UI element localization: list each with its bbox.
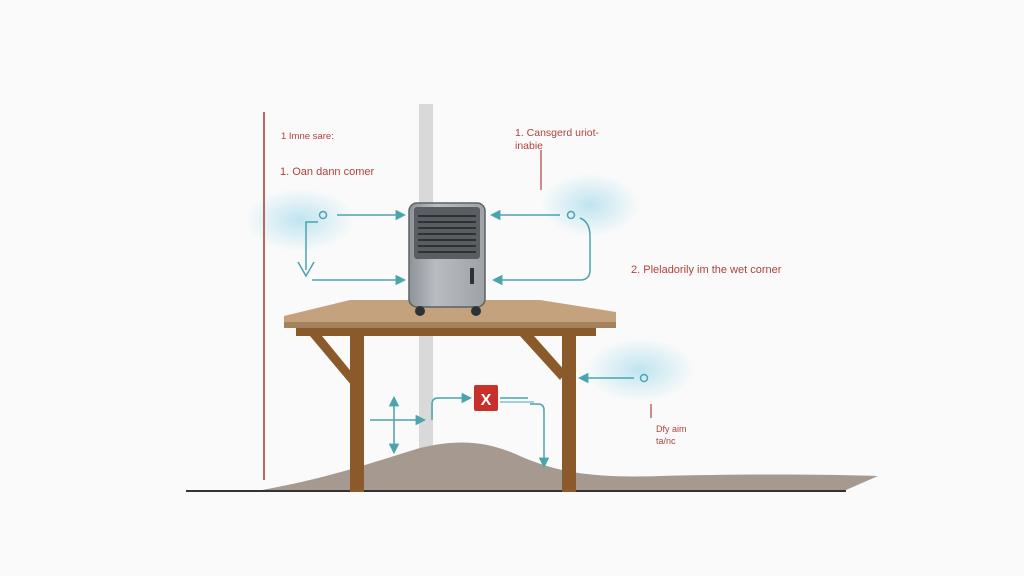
label-top-left-small: 1 Imne sare:: [281, 131, 334, 142]
warning-badge: X: [474, 385, 498, 411]
airflow-arrows: [297, 209, 649, 469]
label-right-main: 2. Pleladorily im the wet corner: [631, 264, 782, 276]
soil-mound: [262, 442, 878, 490]
label-right-small-line1: Dfy aim: [656, 424, 687, 434]
label-top-center-line2: inabie: [515, 140, 543, 152]
wooden-table: [284, 300, 616, 492]
label-top-center-line1: 1. Cansgerd uriot-: [515, 127, 600, 139]
x-mark-icon: X: [481, 392, 492, 409]
airflow-glows: [245, 173, 695, 402]
label-right-small-line2: ta/nc: [656, 436, 676, 446]
label-top-left-main: 1. Oan dann comer: [280, 166, 375, 178]
dehumidifier-icon: [408, 202, 486, 316]
